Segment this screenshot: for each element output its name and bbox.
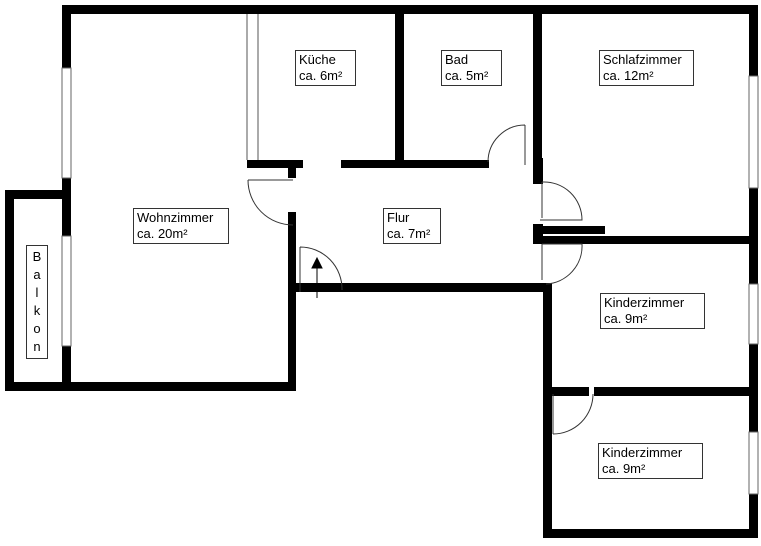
balkon-letter: l	[35, 285, 39, 300]
window-kinderzimmer2	[748, 431, 759, 495]
wall-kinder-divider-a	[543, 387, 589, 396]
wall-schlafzimmer-corner	[533, 224, 543, 244]
door-kinderzimmer1	[541, 243, 583, 285]
window-wohnzimmer-balkon	[61, 235, 72, 347]
door-kinderzimmer2	[552, 393, 594, 435]
wall-bad-bottom	[341, 160, 489, 168]
balkon-label: B a l k o n	[26, 245, 48, 359]
walls	[5, 5, 758, 538]
balkon-letter: B	[32, 249, 42, 264]
room-area: ca. 6m²	[299, 68, 343, 83]
wall-kinderzimmer-left	[543, 283, 552, 538]
doors	[247, 124, 594, 435]
wall-bottom-kinderzimmer	[543, 529, 758, 538]
door-bad	[487, 124, 526, 165]
balkon-letter: n	[33, 339, 41, 354]
room-name: Schlafzimmer	[603, 52, 682, 67]
room-name: Bad	[445, 52, 469, 67]
window-wohnzimmer-top	[61, 67, 72, 179]
wall-kueche-bad	[395, 10, 404, 168]
room-area: ca. 12m²	[603, 68, 654, 83]
wall-left	[62, 5, 71, 390]
room-area: ca. 7m²	[387, 226, 431, 241]
wall-schlafzimmer-left-lower	[533, 158, 543, 184]
room-area: ca. 5m²	[445, 68, 489, 83]
room-name: Wohnzimmer	[137, 210, 214, 225]
entrance-arrow-icon	[311, 256, 323, 298]
kueche-partition	[246, 14, 259, 160]
balkon-letter: o	[33, 321, 41, 336]
door-wohnzimmer	[247, 179, 294, 226]
room-name: Kinderzimmer	[602, 445, 683, 460]
room-name: Flur	[387, 210, 410, 225]
door-schlafzimmer	[540, 181, 583, 221]
wall-right	[749, 5, 758, 538]
room-label-schlafzimmer: Schlafzimmer ca. 12m²	[599, 50, 694, 86]
balkon-letter: a	[33, 267, 41, 282]
wall-schlafzimmer-bottom	[533, 236, 758, 244]
wall-kinder1-top-stub	[541, 226, 605, 234]
room-label-kueche: Küche ca. 6m²	[295, 50, 356, 86]
wall-kinder-divider-b	[594, 387, 758, 396]
room-label-wohnzimmer: Wohnzimmer ca. 20m²	[133, 208, 229, 244]
room-label-kinderzimmer-1: Kinderzimmer ca. 9m²	[600, 293, 705, 329]
window-kinderzimmer1	[748, 283, 759, 345]
room-area: ca. 9m²	[602, 461, 646, 476]
wall-wohnzimmer-flur	[288, 212, 296, 391]
balkon-wall-top	[5, 190, 65, 199]
window-schlafzimmer	[748, 75, 759, 189]
wall-stub-flur-left	[288, 164, 296, 178]
room-label-kinderzimmer-2: Kinderzimmer ca. 9m²	[598, 443, 703, 479]
room-area: ca. 9m²	[604, 311, 648, 326]
wall-bottom-wohnzimmer	[62, 382, 296, 391]
room-area: ca. 20m²	[137, 226, 188, 241]
balkon-letter: k	[33, 303, 41, 318]
wall-step-horizontal	[288, 283, 543, 292]
balkon-wall-left	[5, 190, 14, 390]
wall-top	[62, 5, 757, 14]
windows	[61, 67, 759, 495]
room-name: Küche	[299, 52, 336, 67]
room-label-flur: Flur ca. 7m²	[383, 208, 441, 244]
room-label-bad: Bad ca. 5m²	[441, 50, 502, 86]
wall-bad-schlafzimmer	[533, 10, 542, 168]
room-name: Kinderzimmer	[604, 295, 685, 310]
balkon-wall-bottom	[5, 382, 65, 391]
door-entrance	[299, 246, 343, 292]
wall-kueche-bottom	[247, 160, 303, 168]
